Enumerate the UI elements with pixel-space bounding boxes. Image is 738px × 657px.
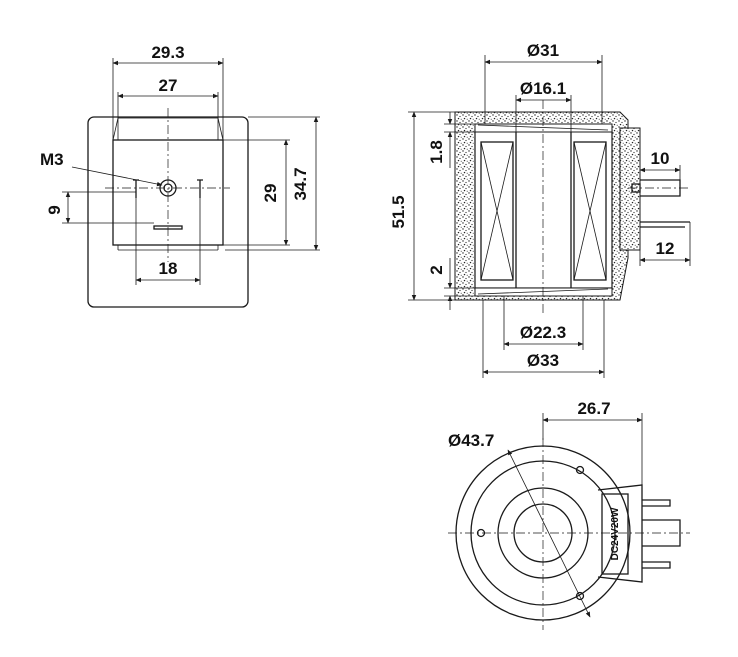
coil-winding-right: [573, 141, 607, 281]
coil-winding-left: [480, 141, 514, 281]
dim-label-1-8: 1.8: [427, 140, 446, 164]
section-connector: [619, 127, 641, 251]
dim-label-29-3: 29.3: [151, 43, 184, 62]
dim-label-10: 10: [651, 149, 670, 168]
dim-label-27: 27: [159, 76, 178, 95]
dim-label-d33: Ø33: [527, 351, 559, 370]
dim-label-29: 29: [261, 184, 280, 203]
terminal-lower: [640, 221, 690, 228]
dim-label-d16-1: Ø16.1: [520, 79, 566, 98]
m3-leader: [71, 166, 163, 187]
dim-label-18: 18: [159, 259, 178, 278]
housing-marking: DC24V20W: [610, 507, 621, 560]
dim-label-9: 9: [45, 205, 64, 214]
terminal-top-icon: [642, 499, 671, 507]
dim-label-d43-7: Ø43.7: [448, 431, 494, 450]
dim-label-26-7: 26.7: [577, 399, 610, 418]
dim-label-2: 2: [427, 265, 446, 274]
section-view: Ø31 Ø16.1 51.5 1.8 2 Ø22.3 Ø33: [389, 41, 691, 378]
terminal-bottom-icon: [642, 561, 671, 569]
top-inner-ring: [470, 460, 616, 606]
dim-label-d22-3: Ø22.3: [520, 323, 566, 342]
dim-label-51-5: 51.5: [389, 195, 408, 228]
front-bevel-right: [217, 117, 224, 141]
top-connector-housing: [597, 484, 643, 583]
front-connector-top: [117, 117, 219, 141]
dim-label-m3: M3: [40, 150, 64, 169]
dim-label-d31: Ø31: [527, 41, 559, 60]
dim-label-12: 12: [656, 239, 675, 258]
ground-pin-icon: [153, 225, 183, 230]
dim-line-d43-7: [507, 449, 591, 618]
dim-label-34-7: 34.7: [291, 167, 310, 200]
pin-left-icon: [133, 179, 139, 198]
front-bevel-left: [112, 117, 119, 141]
front-view: 29.3 27 29 34.7 M3 9 18: [40, 43, 320, 308]
pin-right-icon: [197, 179, 203, 198]
terminal-mid-icon: [642, 519, 681, 547]
top-view: DC24V20W Ø43.7 26.7: [448, 399, 690, 630]
bobbin-bottom-flange: [474, 287, 613, 297]
m3-screw-icon: [159, 179, 177, 197]
bobbin-top-flange: [474, 123, 613, 133]
